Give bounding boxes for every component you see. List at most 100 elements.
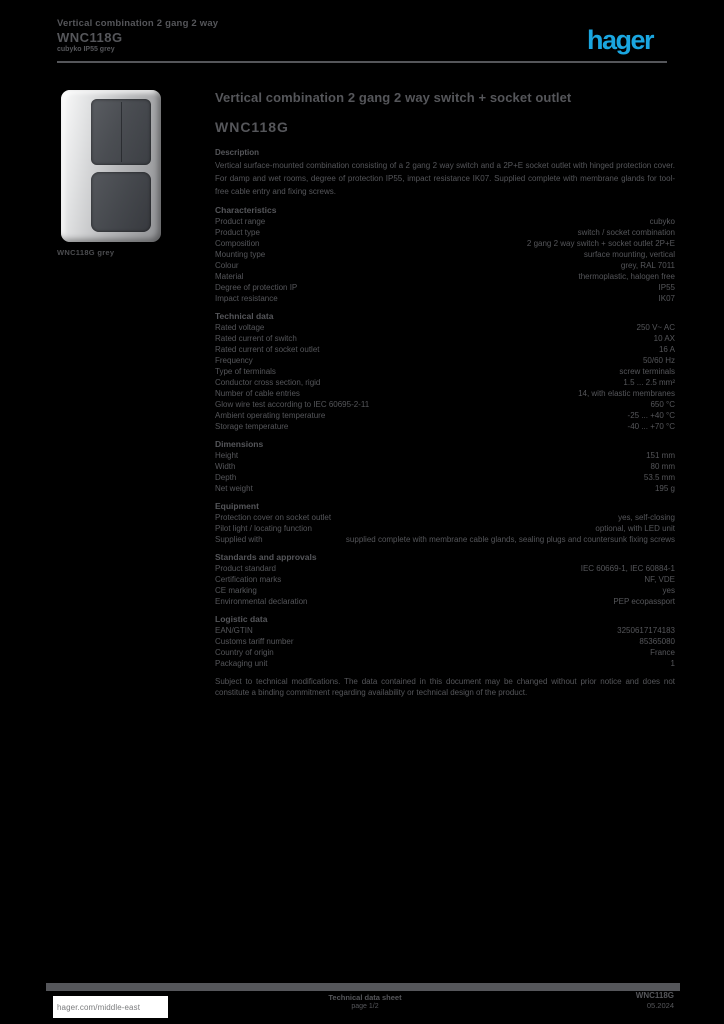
section-rows: Height 151 mm Width 80 mm Depth 53 [215,450,675,494]
spec-value: optional, with LED unit [595,524,675,533]
spec-row: Supplied with supplied complete with mem… [215,534,675,545]
description-text: Vertical surface-mounted combination con… [215,161,675,196]
spec-value: switch / socket combination [577,228,675,237]
spec-label: Type of terminals [215,367,276,376]
spec-section: Characteristics Product range cubyko Pro… [215,205,675,304]
spec-value: 1 [670,659,675,668]
footer-site-box: hager.com/middle-east [53,996,168,1018]
spec-label: Packaging unit [215,659,268,668]
spec-label: Depth [215,473,237,482]
spec-row: Product type switch / socket combination [215,227,675,238]
spec-value: IEC 60669-1, IEC 60884-1 [580,564,675,573]
section-heading: Standards and approvals [215,552,317,562]
footer-center: Technical data sheet page 1/2 [300,993,430,1011]
spec-label: Composition [215,239,260,248]
spec-value: 250 V~ AC [636,323,675,332]
spec-row: Net weight 195 g [215,483,675,494]
socket-cover [91,172,151,232]
spec-value: surface mounting, vertical [583,250,675,259]
spec-section: Logistic data EAN/GTIN 3250617174183 Cus… [215,614,675,669]
spec-row: Protection cover on socket outlet yes, s… [215,512,675,523]
spec-row: Material thermoplastic, halogen free [215,271,675,282]
footer-doc-type: Technical data sheet [328,993,402,1002]
spec-label: Certification marks [215,575,282,584]
device-body [61,90,161,242]
spec-label: Rated current of socket outlet [215,345,320,354]
main-content: Vertical combination 2 gang 2 way switch… [215,90,675,698]
spec-label: CE marking [215,586,257,595]
spec-row: Number of cable entries 14, with elastic… [215,388,675,399]
section-rows: EAN/GTIN 3250617174183 Customs tariff nu… [215,625,675,669]
spec-value: 1.5 ... 2.5 mm² [623,378,675,387]
footer-bar [46,983,680,991]
spec-row: Glow wire test according to IEC 60695-2-… [215,399,675,410]
spec-label: Rated voltage [215,323,265,332]
spec-label: Product range [215,217,266,226]
spec-value: cubyko [649,217,675,226]
header-title: Vertical combination 2 gang 2 way [57,18,219,29]
spec-row: Certification marks NF, VDE [215,574,675,585]
spec-row: Rated current of socket outlet 16 A [215,344,675,355]
spec-row: Storage temperature -40 ... +70 °C [215,421,675,432]
spec-section: Standards and approvals Product standard… [215,552,675,607]
header-reference: WNC118G [57,30,123,45]
spec-section: Equipment Protection cover on socket out… [215,501,675,545]
section-rows: Rated voltage 250 V~ AC Rated current of… [215,322,675,432]
spec-value: 80 mm [650,462,675,471]
spec-value: yes [662,586,675,595]
spec-label: Supplied with [215,535,263,544]
spec-value: 85365080 [639,637,675,646]
spec-value: 3250617174183 [617,626,675,635]
spec-value: NF, VDE [644,575,675,584]
spec-value: 2 gang 2 way switch + socket outlet 2P+E [526,239,675,248]
spec-row: Rated current of switch 10 AX [215,333,675,344]
spec-section: Dimensions Height 151 mm Width 80 mm [215,439,675,494]
spec-label: Conductor cross section, rigid [215,378,321,387]
spec-value: 151 mm [646,451,675,460]
spec-row: Impact resistance IK07 [215,293,675,304]
product-photo [57,88,165,246]
spec-label: Glow wire test according to IEC 60695-2-… [215,400,370,409]
rocker-split-line [121,101,122,163]
footer-right: WNC118G 05.2024 [612,991,674,1011]
spec-value: yes, self-closing [618,513,675,522]
photo-caption: WNC118G grey [57,248,115,257]
spec-label: Width [215,462,236,471]
bottom-note: Subject to technical modifications. The … [215,677,675,697]
spec-label: Number of cable entries [215,389,300,398]
spec-label: Product standard [215,564,276,573]
footer-site-url: hager.com/middle-east [57,1002,141,1012]
spec-row: Degree of protection IP IP55 [215,282,675,293]
spec-row: Depth 53.5 mm [215,472,675,483]
spec-row: EAN/GTIN 3250617174183 [215,625,675,636]
spec-value: PEP ecopassport [613,597,675,606]
footer-right-reference: WNC118G [635,991,674,1000]
spec-row: Width 80 mm [215,461,675,472]
spec-label: Pilot light / locating function [215,524,312,533]
spec-row: Pilot light / locating function optional… [215,523,675,534]
spec-label: Storage temperature [215,422,289,431]
spec-row: CE marking yes [215,585,675,596]
spec-label: Net weight [215,484,253,493]
spec-row: Frequency 50/60 Hz [215,355,675,366]
spec-value: screw terminals [619,367,675,376]
spec-value: 50/60 Hz [642,356,675,365]
spec-label: Product type [215,228,260,237]
spec-value: -40 ... +70 °C [627,422,675,431]
spec-label: Customs tariff number [215,637,294,646]
header-subtitle: cubyko IP55 grey [57,46,115,53]
section-heading: Dimensions [215,439,264,449]
spec-label: Environmental declaration [215,597,308,606]
hager-logo: hager [587,25,655,55]
spec-row: Conductor cross section, rigid 1.5 ... 2… [215,377,675,388]
spec-label: Frequency [215,356,253,365]
section-heading: Technical data [215,311,274,321]
spec-label: Degree of protection IP [215,283,298,292]
section-rows: Product range cubyko Product type switch… [215,216,675,304]
spec-value: thermoplastic, halogen free [578,272,676,281]
spec-label: Impact resistance [215,294,278,303]
spec-label: Rated current of switch [215,334,297,343]
spec-row: Rated voltage 250 V~ AC [215,322,675,333]
spec-label: Colour [215,261,239,270]
spec-label: Mounting type [215,250,266,259]
